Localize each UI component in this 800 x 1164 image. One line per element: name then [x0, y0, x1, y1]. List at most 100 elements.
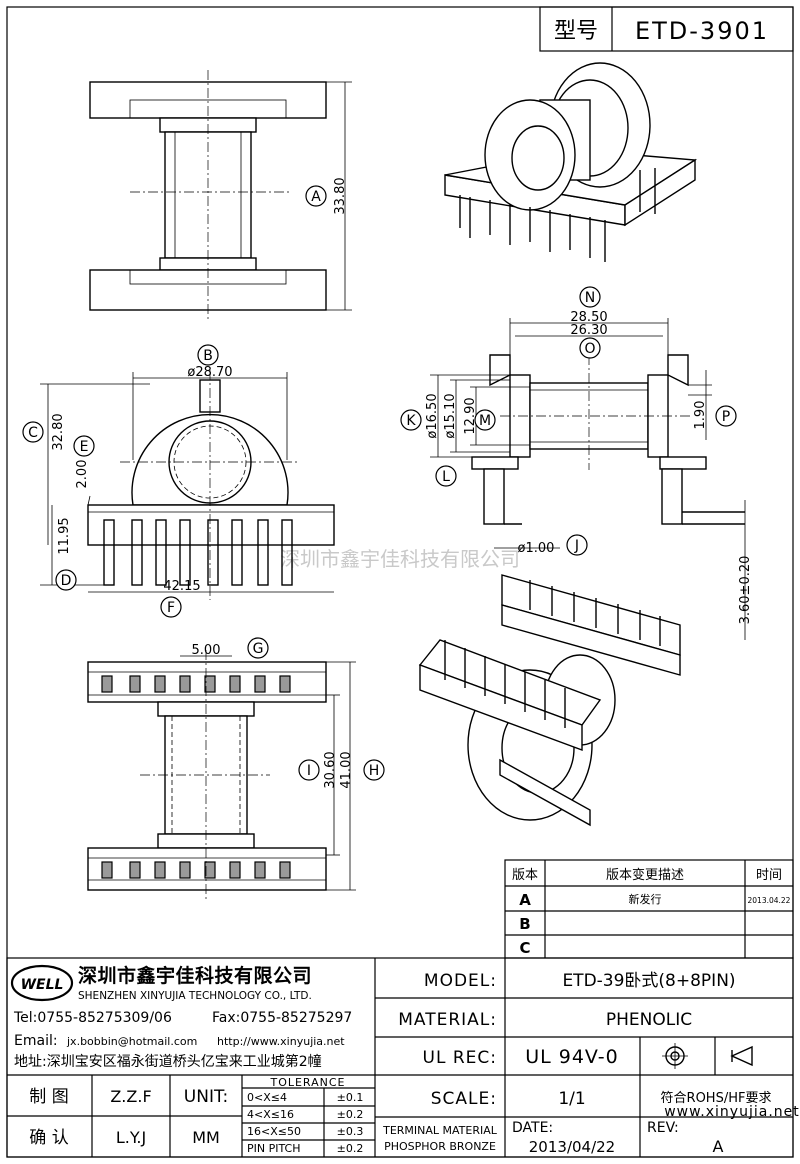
callout-letter: N: [585, 290, 595, 306]
tolerance-value: ±0.1: [337, 1091, 364, 1104]
dim-b-text: ø28.70: [187, 365, 232, 380]
rev-header-desc: 版本变更描述: [606, 867, 684, 883]
drawn-value: Z.Z.F: [110, 1087, 151, 1106]
callout-letter: G: [253, 641, 264, 657]
date-value: 2013/04/22: [529, 1138, 615, 1156]
rev-c: C: [519, 939, 530, 957]
callout-c: C: [22, 421, 44, 443]
company-block: WELL 深圳市鑫宇佳科技有限公司 SHENZHEN XINYUJIA TECH…: [6, 957, 794, 1158]
company-http: http://www.xinyujia.net: [217, 1035, 345, 1048]
callout-letter: O: [584, 341, 595, 357]
projection-symbol-icon: [662, 1043, 753, 1069]
callout-n: N: [579, 286, 601, 308]
dim-c-text: 32.80: [51, 413, 66, 450]
callout-letter: J: [574, 538, 579, 554]
terminal-label: TERMINAL MATERIAL: [382, 1124, 498, 1137]
dim-m-text: 12.90: [463, 397, 478, 434]
callout-j: J: [566, 534, 588, 556]
dim-p-text: 1.90: [693, 401, 708, 430]
front-view: ø28.70 32.80 2.00 11.95 42.15: [40, 365, 335, 600]
tolerance-value: ±0.2: [337, 1142, 364, 1155]
tolerance-range: 16<X≤50: [247, 1125, 301, 1138]
checked-label: 确 认: [29, 1128, 68, 1148]
iso-view-bottom: [418, 574, 681, 827]
callout-letter: M: [479, 413, 491, 429]
top-view: 33.80: [89, 70, 352, 322]
dim-l-text: ø15.10: [443, 393, 458, 438]
dim-h-text: 41.00: [339, 751, 354, 788]
rev-a: A: [519, 891, 531, 909]
model-value: ETD-39卧式(8+8PIN): [562, 971, 735, 991]
model-label: MODEL:: [424, 971, 497, 991]
rev-a-date: 2013.04.22: [748, 896, 791, 905]
callout-letter: I: [307, 763, 311, 779]
tolerance-range: 4<X≤16: [247, 1108, 294, 1121]
callout-o: O: [579, 337, 601, 359]
dim-j-text: ø1.00: [518, 541, 555, 556]
dim-k-text: ø16.50: [425, 393, 440, 438]
ulrec-label: UL REC:: [423, 1048, 497, 1068]
unit-value: MM: [192, 1128, 220, 1147]
callout-l: L: [435, 465, 457, 487]
company-email: jx.bobbin@hotmail.com: [66, 1035, 197, 1048]
callout-letter: E: [80, 439, 89, 455]
dim-d-text: 11.95: [57, 517, 72, 554]
rev-label: REV:: [647, 1120, 679, 1136]
dim-i-text: 30.60: [323, 751, 338, 788]
scale-label: SCALE:: [431, 1089, 497, 1109]
company-tel: Tel:0755-85275309/06: [13, 1010, 172, 1026]
drawn-label: 制 图: [29, 1087, 68, 1107]
watermark: 深圳市鑫宇佳科技有限公司: [280, 547, 520, 571]
rev-b: B: [519, 915, 530, 933]
dim-a-text: 33.80: [333, 177, 348, 214]
callout-g: G: [247, 637, 269, 659]
callout-letter: B: [203, 348, 213, 364]
revision-table: 版本 版本变更描述 时间 A 新发行 2013.04.22 B C: [504, 859, 794, 959]
callout-letter: P: [722, 409, 730, 425]
callout-a: A: [305, 185, 327, 207]
dim-o-text: 26.30: [570, 323, 607, 338]
company-logo: [10, 964, 74, 1002]
title-block: MODEL: ETD-39卧式(8+8PIN) MATERIAL: PHENOL…: [7, 958, 800, 1157]
type-label: 型号: [554, 19, 598, 44]
company-fax: Fax:0755-85275297: [212, 1010, 352, 1026]
dim-e-text: 2.00: [75, 460, 90, 489]
rev-header-date: 时间: [756, 868, 782, 883]
company-address: 地址:深圳宝安区福永街道桥头亿宝来工业城第2幢: [14, 1053, 322, 1070]
dim-n-text: 28.50: [570, 310, 607, 325]
callout-d: D: [55, 569, 77, 591]
unit-label: UNIT:: [184, 1087, 228, 1107]
callout-letter: L: [442, 469, 450, 485]
callout-p: P: [715, 405, 737, 427]
rev-a-desc: 新发行: [629, 892, 662, 906]
dim-pin-length-text: 3.60±0.20: [738, 556, 753, 625]
material-value: PHENOLIC: [606, 1010, 692, 1030]
company-name-en: SHENZHEN XINYUJIA TECHNOLOGY CO., LTD.: [78, 990, 312, 1002]
callout-m: M: [474, 409, 496, 431]
iso-view-top: [444, 62, 698, 262]
company-name-cn: 深圳市鑫宇佳科技有限公司: [78, 964, 312, 987]
scale-value: 1/1: [558, 1089, 585, 1109]
rohs-note: 符合ROHS/HF要求: [661, 1090, 772, 1106]
callout-letter: C: [28, 425, 38, 441]
material-label: MATERIAL:: [398, 1010, 497, 1030]
tolerance-value: ±0.3: [337, 1125, 364, 1138]
callout-letter: A: [311, 189, 321, 205]
callout-e: E: [73, 435, 95, 457]
dim-g-text: 5.00: [192, 643, 221, 658]
callout-f: F: [160, 596, 182, 618]
callout-letter: D: [61, 573, 72, 589]
callout-b: B: [197, 344, 219, 366]
part-number: ETD-3901: [635, 17, 769, 45]
logo-text: WELL: [21, 977, 64, 993]
dim-f-text: 42.15: [163, 579, 200, 594]
date-label: DATE:: [512, 1120, 553, 1136]
callout-letter: H: [369, 763, 380, 779]
callout-letter: K: [406, 413, 416, 429]
callout-k: K: [400, 409, 422, 431]
ulrec-value: UL 94V-0: [525, 1046, 619, 1068]
watermark-url: www.xinyujia.net: [664, 1104, 800, 1120]
header-box: 型号 ETD-3901: [539, 6, 794, 52]
callout-letter: F: [167, 600, 175, 616]
tolerance-range: PIN PITCH: [247, 1142, 301, 1155]
